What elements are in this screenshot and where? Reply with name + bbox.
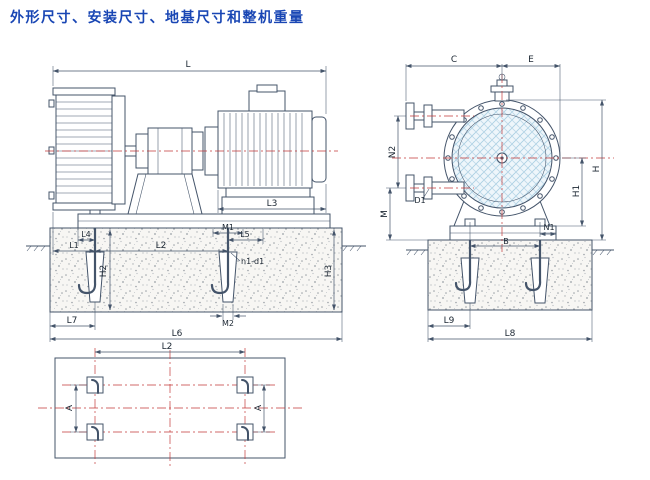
motor — [217, 84, 327, 215]
page-title: 外形尺寸、安装尺寸、地基尺寸和整机重量 — [10, 9, 305, 26]
dim-label-l8: L8 — [505, 329, 516, 339]
fan-cover — [311, 116, 327, 183]
side-view: L L3 M1 L4 L5 L1 L2 H2 H3 n1-d1 M2 L7 — [26, 60, 366, 342]
dim-label-anchor-bolt: n1-d1 — [241, 257, 264, 266]
dim-label-l4: L4 — [81, 230, 91, 239]
dim-label-a-right: A — [254, 404, 264, 411]
dim-label-h: H — [592, 166, 602, 173]
dim-label-l9: L9 — [444, 316, 455, 326]
side-view-dimensions: L L3 M1 L4 L5 L1 L2 H2 H3 n1-d1 M2 L7 — [49, 60, 343, 342]
anchor-bolt-pockets — [86, 376, 254, 441]
dim-label-n1: N1 — [543, 223, 554, 232]
dim-label-n2: N2 — [388, 146, 398, 158]
dim-label-l2: L2 — [156, 241, 167, 251]
dim-label-d1: D1 — [414, 196, 425, 205]
dim-label-c: C — [451, 55, 457, 65]
dim-label-h1: H1 — [572, 185, 582, 198]
dim-label-l3: L3 — [267, 199, 278, 209]
front-view-dimensions: C E N2 M D1 H1 H N1 B L9 L8 — [380, 55, 606, 342]
terminal-box — [248, 90, 286, 113]
dim-label-h3: H3 — [324, 265, 334, 278]
dim-label-l1: L1 — [69, 241, 79, 250]
pump-casing — [48, 87, 116, 211]
dim-label-h2: H2 — [99, 265, 109, 278]
dim-label-l6: L6 — [172, 329, 183, 339]
dim-label-l2-plan: L2 — [162, 342, 173, 352]
dim-label-a-left: A — [65, 404, 75, 411]
plan-view-dimensions: L2 A A — [65, 342, 270, 433]
dim-label-m: M — [380, 210, 390, 218]
dim-label-e: E — [528, 55, 534, 65]
plan-view: L2 A A — [38, 342, 302, 466]
front-view: C E N2 M D1 H1 H N1 B L9 L8 — [380, 55, 614, 342]
dim-label-l7: L7 — [67, 316, 78, 326]
foundation-section — [427, 239, 593, 311]
dim-label-m2: M2 — [222, 319, 234, 328]
dim-label-b: B — [503, 237, 509, 246]
casing-flange — [111, 95, 126, 205]
dim-label-l5: L5 — [240, 230, 250, 239]
dim-label-m1: M1 — [222, 223, 234, 232]
bearing-pedestal — [127, 173, 203, 215]
dim-label-l: L — [185, 60, 190, 70]
